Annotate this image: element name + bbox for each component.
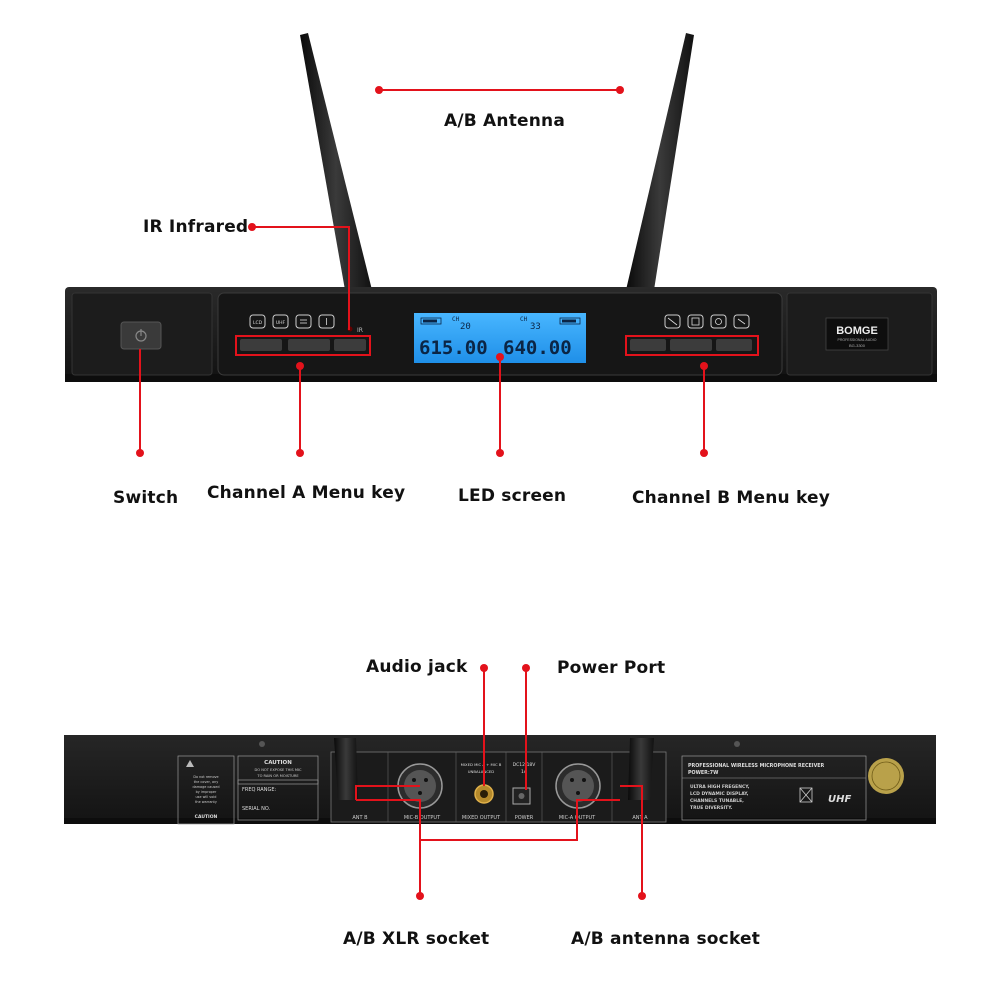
callout-lines-rear	[355, 668, 643, 896]
label-switch: Switch	[113, 488, 179, 508]
led-screen: CH 20 CH 33 615.00 640.00	[414, 313, 586, 363]
svg-text:LCD: LCD	[253, 320, 263, 326]
lcd-ch-b-num: 33	[530, 322, 541, 332]
label-audio-jack: Audio jack	[366, 657, 468, 677]
label-xlr-socket: A/B XLR socket	[343, 929, 490, 949]
callout-dots-front	[136, 86, 708, 457]
label-channel-b: Channel B Menu key	[632, 488, 831, 508]
caution-line-1: DO NOT EXPOSE THIS MIC	[254, 768, 302, 772]
dc-amp: 1A	[521, 769, 528, 775]
label-antenna: A/B Antenna	[444, 111, 566, 131]
warning-line-2: the cover, any	[194, 780, 218, 784]
power-switch[interactable]	[120, 321, 162, 350]
spec-line-3: CHANNELS TUNABLE,	[690, 798, 744, 804]
lcd-ch-b-label: CH	[520, 316, 528, 323]
power-port[interactable]	[512, 787, 531, 805]
lcd-freq-b: 640.00	[503, 337, 572, 359]
spec-title: PROFESSIONAL WIRELESS MICROPHONE RECEIVE…	[688, 763, 825, 769]
spec-line-1: ULTRA HIGH FREGENCY,	[690, 784, 750, 790]
spec-plate: PROFESSIONAL WIRELESS MICROPHONE RECEIVE…	[681, 755, 904, 821]
label-led-screen: LED screen	[458, 486, 567, 506]
caution-plates: CAUTION DO NOT EXPOSE THIS MIC TO RAIN O…	[177, 755, 319, 825]
section-ant-b: ANT B	[352, 815, 368, 821]
caution-line-2: TO RAIN OR MOISTURE	[256, 774, 299, 778]
xlr-socket-a[interactable]	[555, 763, 601, 809]
model-number: BG-3300	[849, 343, 866, 348]
uhf-logo: UHF	[828, 794, 851, 805]
svg-text:UHF: UHF	[276, 320, 286, 326]
caution-footer: CAUTION	[195, 814, 218, 820]
warning-line-4: by improper	[196, 790, 217, 794]
lcd-ch-a-num: 20	[460, 322, 471, 332]
spec-line-2: LCD DYNAMIC DISPLAY,	[690, 791, 749, 797]
warning-line-6: the warranty	[195, 800, 217, 804]
warning-line-3: damage caused	[192, 785, 219, 789]
freq-range-label: FREQ RANGE:	[242, 787, 277, 793]
label-channel-a: Channel A Menu key	[207, 483, 406, 503]
channel-a-menu-keys[interactable]	[240, 339, 366, 351]
callout-dots-rear	[416, 664, 646, 900]
section-power: POWER	[515, 815, 534, 821]
antenna-left	[300, 33, 372, 290]
label-antenna-socket: A/B antenna socket	[571, 929, 761, 949]
audio-jack[interactable]	[474, 784, 494, 804]
spec-line-4: TRUE DIVERSITY.	[690, 805, 733, 811]
channel-a-icons: LCD UHF	[249, 314, 335, 329]
warning-line-5: use will void	[196, 795, 217, 799]
lcd-freq-a: 615.00	[419, 337, 488, 359]
label-ir-infrared: IR Infrared	[143, 217, 249, 237]
section-ant-a: ANT A	[632, 815, 648, 821]
recycle-bin-icon	[799, 787, 813, 803]
dc-label: DC12-18V	[513, 762, 537, 768]
section-mixed: MIXED OUTPUT	[462, 815, 501, 821]
caution-title: CAUTION	[264, 760, 292, 766]
jack-header: MIXED MIC A + MIC B	[461, 762, 502, 767]
spec-power: POWER:7W	[688, 770, 719, 776]
lcd-ch-a-label: CH	[452, 316, 460, 323]
antenna-right	[626, 33, 694, 290]
serial-no-label: SERIAL NO.	[242, 806, 271, 812]
rear-antenna-b	[334, 738, 358, 800]
ir-text: IR	[357, 327, 363, 334]
callout-lines-front	[139, 89, 759, 453]
brand-sub: PROFESSIONAL AUDIO	[838, 338, 877, 342]
label-power-port: Power Port	[557, 658, 666, 678]
jack-sub: UNBALANCED	[468, 769, 495, 774]
rear-antenna-a	[628, 738, 654, 800]
brand-name: BOMGE	[836, 325, 878, 337]
section-mic-b: MIC-B OUTPUT	[404, 815, 441, 821]
seal-sticker	[868, 758, 904, 794]
warning-line-1: Do not remove	[193, 775, 218, 779]
channel-b-menu-keys[interactable]	[630, 339, 752, 351]
brand-badge: BOMGE PROFESSIONAL AUDIO BG-3300	[825, 317, 889, 351]
channel-b-icons	[664, 314, 750, 329]
